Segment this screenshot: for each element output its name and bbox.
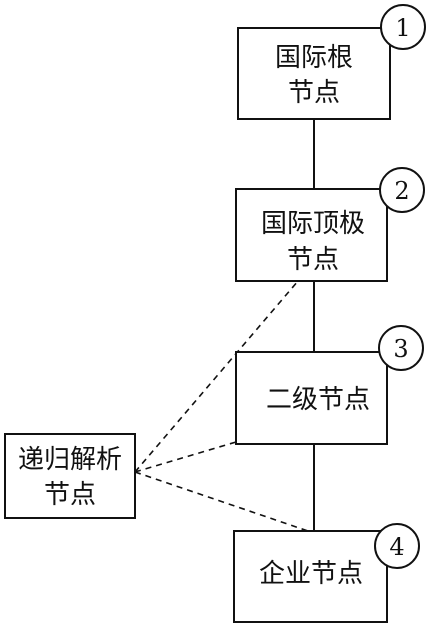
node-root-label-1: 国际根 bbox=[275, 43, 353, 73]
badge-circle-3 bbox=[378, 325, 424, 371]
badge-circle-1 bbox=[380, 4, 426, 50]
node-enterprise: 企业节点 4 bbox=[233, 523, 420, 623]
node-top-level-label-1: 国际顶极 bbox=[261, 209, 365, 239]
node-root-label-2: 节点 bbox=[288, 78, 340, 108]
node-root-box bbox=[237, 27, 391, 120]
badge-number-2: 2 bbox=[394, 177, 409, 205]
node-top-level-box bbox=[235, 188, 388, 282]
badge-number-4: 4 bbox=[389, 533, 404, 561]
node-recursive-resolver: 递归解析 节点 bbox=[4, 433, 136, 519]
node-top-level-label-2: 节点 bbox=[287, 245, 339, 275]
node-enterprise-label: 企业节点 bbox=[259, 559, 363, 589]
node-recursive-resolver-label-1: 递归解析 bbox=[18, 445, 122, 475]
node-enterprise-box bbox=[233, 530, 388, 623]
dashed-link-to-top bbox=[134, 280, 299, 473]
node-recursive-resolver-box bbox=[4, 433, 136, 519]
dashed-link-to-enterprise bbox=[134, 471, 309, 532]
badge-number-1: 1 bbox=[395, 14, 410, 42]
node-top-level: 国际顶极 节点 2 bbox=[235, 167, 425, 282]
node-recursive-resolver-label-2: 节点 bbox=[44, 480, 96, 510]
node-root: 国际根 节点 1 bbox=[237, 4, 426, 120]
badge-circle-2 bbox=[379, 167, 425, 213]
badge-number-3: 3 bbox=[393, 335, 408, 363]
dashed-link-to-second bbox=[134, 441, 237, 473]
node-second-level: 二级节点 3 bbox=[235, 325, 424, 445]
node-second-level-box bbox=[235, 351, 388, 445]
badge-circle-4 bbox=[374, 523, 420, 569]
node-second-level-label: 二级节点 bbox=[266, 385, 370, 415]
